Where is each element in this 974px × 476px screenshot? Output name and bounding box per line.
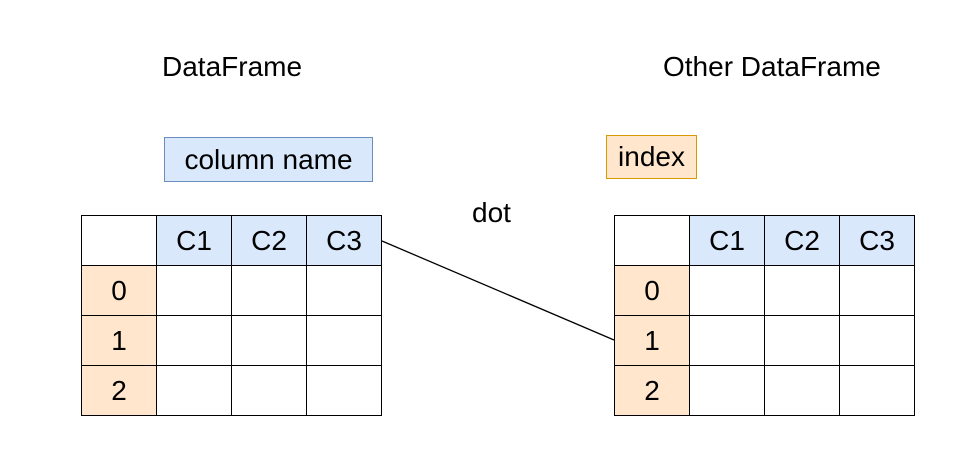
data-cell <box>764 315 840 366</box>
index-label: 0 <box>81 265 157 316</box>
column-name-tag: column name <box>164 137 373 182</box>
table-row: 2 <box>81 365 382 416</box>
data-cell <box>839 265 915 316</box>
data-cell <box>156 265 232 316</box>
data-cell <box>306 265 382 316</box>
header-row: C1 C2 C3 <box>614 215 915 266</box>
index-tag: index <box>606 135 697 179</box>
column-header: C2 <box>231 215 307 266</box>
data-cell <box>764 365 840 416</box>
data-cell <box>231 265 307 316</box>
table-row: 1 <box>81 315 382 366</box>
data-cell <box>231 365 307 416</box>
dataframe-title: DataFrame <box>162 51 303 82</box>
other-dataframe-title: Other DataFrame <box>663 51 881 82</box>
dot-connector <box>381 240 615 341</box>
column-header: C1 <box>156 215 232 266</box>
data-cell <box>689 365 765 416</box>
data-cell <box>156 315 232 366</box>
corner-cell <box>81 215 157 266</box>
table-row: 0 <box>81 265 382 316</box>
column-header: C3 <box>306 215 382 266</box>
dataframe-table: C1 C2 C3 0 1 2 <box>81 215 382 416</box>
other-dataframe-table: C1 C2 C3 0 1 2 <box>614 215 915 416</box>
data-cell <box>764 265 840 316</box>
index-label: 0 <box>614 265 690 316</box>
index-label: 2 <box>81 365 157 416</box>
dot-operation-label: dot <box>472 197 511 228</box>
data-cell <box>689 315 765 366</box>
data-cell <box>156 365 232 416</box>
column-header: C2 <box>764 215 840 266</box>
column-header: C1 <box>689 215 765 266</box>
data-cell <box>839 365 915 416</box>
column-header: C3 <box>839 215 915 266</box>
table-row: 2 <box>614 365 915 416</box>
data-cell <box>689 265 765 316</box>
data-cell <box>839 315 915 366</box>
corner-cell <box>614 215 690 266</box>
index-label: 2 <box>614 365 690 416</box>
header-row: C1 C2 C3 <box>81 215 382 266</box>
data-cell <box>306 315 382 366</box>
table-row: 0 <box>614 265 915 316</box>
table-row: 1 <box>614 315 915 366</box>
data-cell <box>231 315 307 366</box>
data-cell <box>306 365 382 416</box>
index-label: 1 <box>614 315 690 366</box>
index-label: 1 <box>81 315 157 366</box>
